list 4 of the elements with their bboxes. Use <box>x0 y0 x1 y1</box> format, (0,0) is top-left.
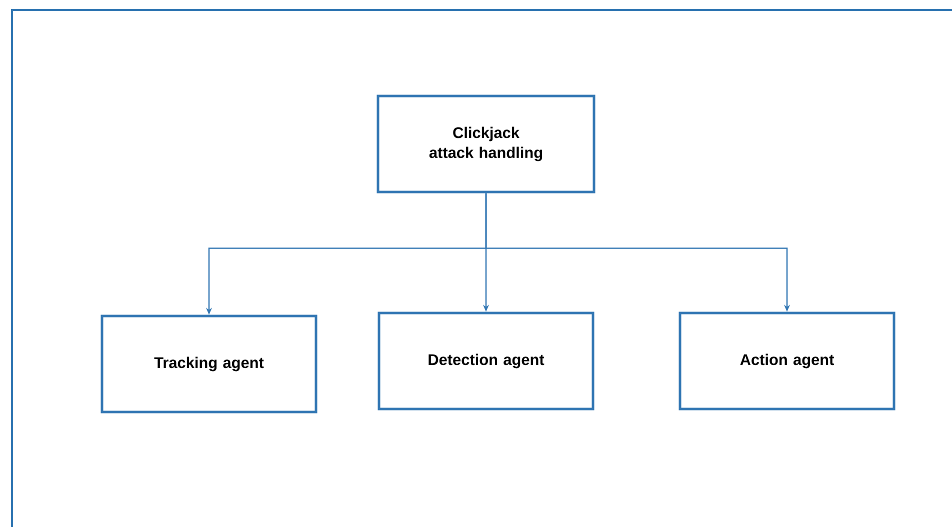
process-box: Clickjack attack handling <box>376 94 596 194</box>
process-box: Tracking agent <box>100 314 318 414</box>
process-box: Detection agent <box>378 312 594 410</box>
process-box: Action agent <box>678 312 896 410</box>
